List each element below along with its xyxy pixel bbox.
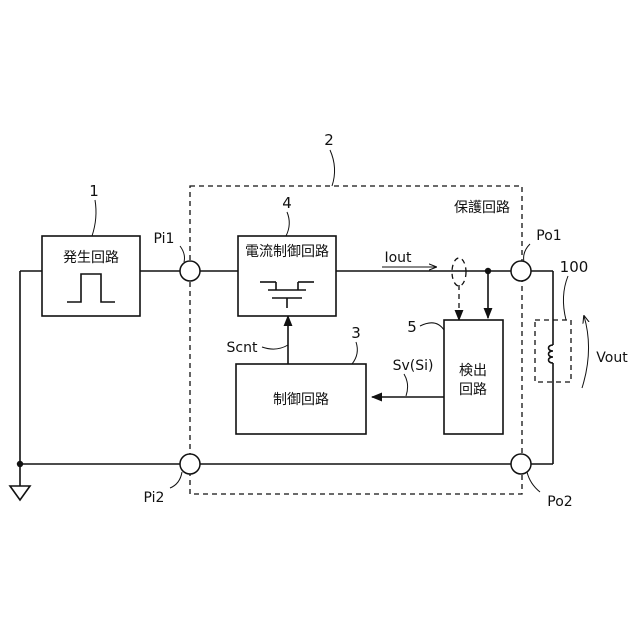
ref-3: 3	[351, 324, 361, 342]
protection-circuit-label: 保護回路	[454, 200, 510, 216]
leader-100	[563, 276, 568, 320]
current-sense-ellipse	[452, 258, 466, 286]
ground-icon	[10, 484, 30, 500]
ref-5: 5	[407, 318, 417, 336]
label-vout: Vout	[596, 350, 628, 366]
leader-1	[92, 200, 96, 236]
current-control-block-label: 電流制御回路	[245, 244, 329, 260]
ref-4: 4	[282, 194, 292, 212]
terminal-po1	[511, 261, 531, 281]
label-pi1: Pi1	[154, 231, 175, 247]
leader-pi2	[170, 472, 182, 488]
detection-block-label-line1: 検出	[459, 363, 487, 379]
leader-5	[420, 323, 444, 330]
generator-block	[42, 236, 140, 316]
ref-1: 1	[89, 182, 99, 200]
label-po1: Po1	[536, 228, 561, 244]
control-block-label: 制御回路	[273, 392, 329, 408]
vout-arrow	[582, 316, 589, 388]
leader-4	[286, 212, 289, 236]
label-sv: Sv(Si)	[393, 358, 434, 374]
label-scnt: Scnt	[227, 340, 258, 356]
label-po2: Po2	[547, 494, 572, 510]
leader-2	[330, 150, 335, 186]
terminal-po2	[511, 454, 531, 474]
leader-scnt	[262, 345, 288, 349]
leader-sv	[404, 374, 408, 396]
terminal-pi2	[180, 454, 200, 474]
leader-po2	[527, 472, 540, 492]
label-iout: Iout	[384, 250, 412, 266]
leader-po1	[524, 244, 530, 262]
leader-3	[352, 342, 357, 364]
terminal-pi1	[180, 261, 200, 281]
leader-pi1	[180, 246, 185, 262]
ref-100: 100	[560, 258, 589, 276]
label-pi2: Pi2	[144, 490, 165, 506]
detection-block-label-line2: 回路	[459, 382, 487, 398]
junction-dot	[485, 268, 491, 274]
ground-junction-dot	[17, 461, 23, 467]
generator-block-label: 発生回路	[63, 250, 119, 266]
coil-icon	[549, 345, 554, 363]
ref-2: 2	[324, 131, 334, 149]
